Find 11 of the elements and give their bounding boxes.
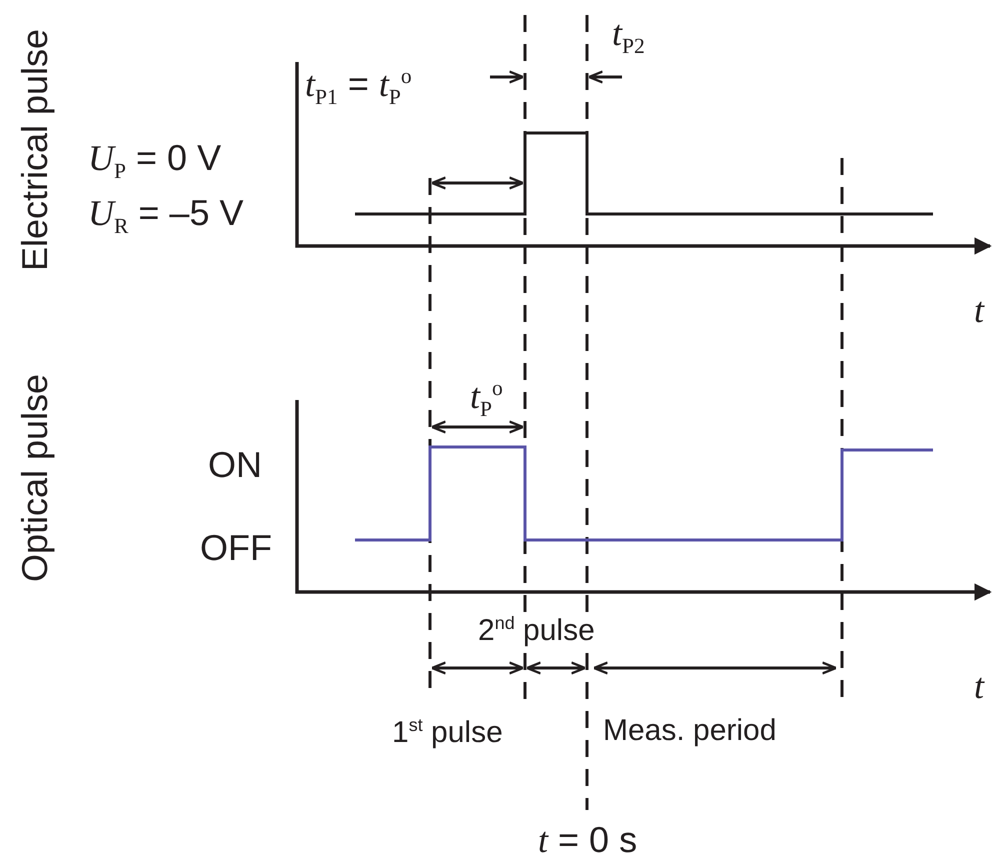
voltage-label: U$_{P}$ = 0 V <box>88 140 222 183</box>
period-label: Meas. period <box>603 716 776 746</box>
time-label: t = 0 s <box>538 822 638 858</box>
axis-title: Electrical pulse <box>17 28 53 272</box>
voltage-label: U$_{R}$ = –5 V <box>88 195 244 238</box>
math-label: t$_{P2}$ <box>612 15 645 58</box>
axis-title: Optical pulse <box>17 374 53 582</box>
state-label: ON <box>208 447 262 483</box>
axis-label: t <box>974 668 984 704</box>
state-label: OFF <box>200 530 272 566</box>
axis-label: t <box>974 292 984 328</box>
